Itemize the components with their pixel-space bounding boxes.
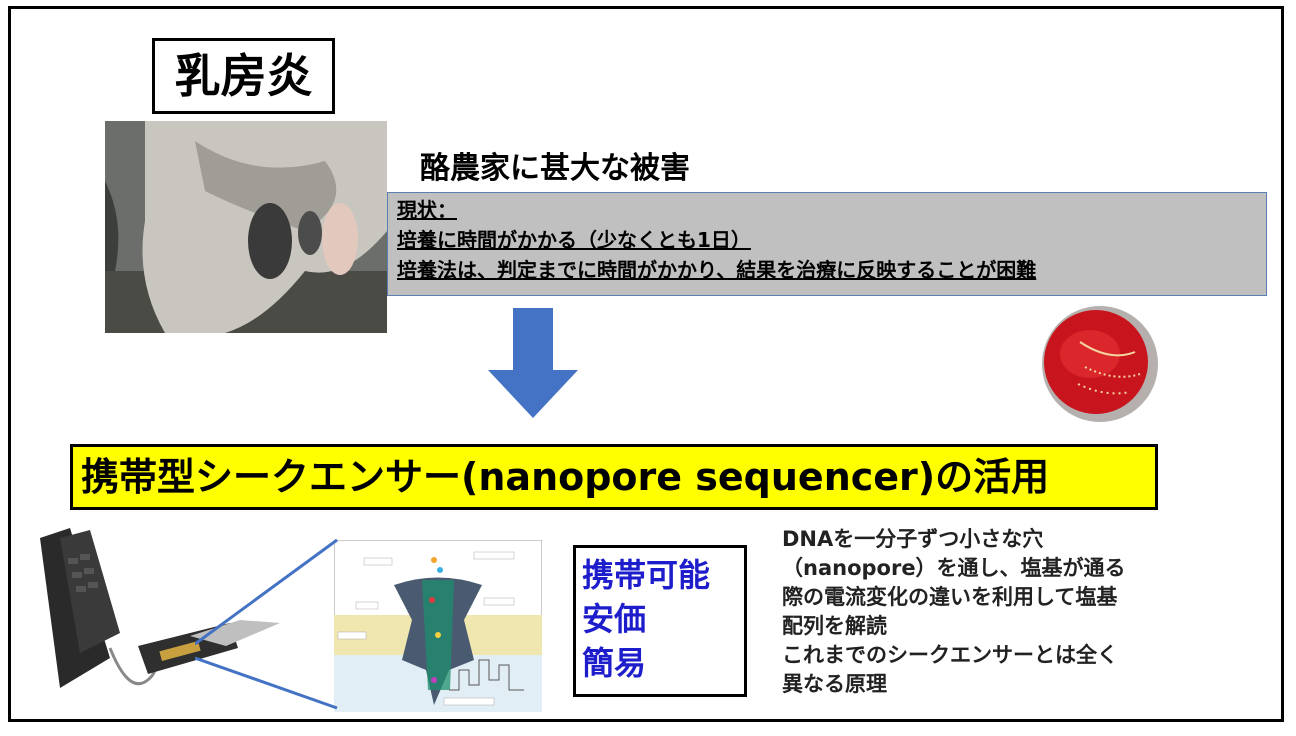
desc-line-1: DNAを一分子ずつ小さな穴 bbox=[782, 527, 1044, 551]
laptop-sequencer-photo bbox=[40, 528, 280, 688]
feature-cheap: 安価 bbox=[582, 600, 647, 638]
petri-dish-photo bbox=[1030, 302, 1160, 428]
current-status-box: 現状： 培養に時間がかかる（少なくとも1日） 培養法は、判定までに時間がかかり、… bbox=[387, 192, 1267, 296]
status-line-2: 培養法は、判定までに時間がかかり、結果を治療に反映することが困難 bbox=[397, 258, 1037, 282]
desc-line-5: これまでのシークエンサーとは全く bbox=[782, 643, 1118, 667]
desc-line-6: 異なる原理 bbox=[782, 672, 887, 696]
nanopore-banner: 携帯型シークエンサー(nanopore sequencer)の活用 bbox=[70, 444, 1158, 510]
status-line-1: 培養に時間がかかる（少なくとも1日） bbox=[397, 228, 751, 252]
down-arrow-icon bbox=[488, 308, 578, 418]
slide-title: 乳房炎 bbox=[152, 38, 335, 114]
nanopore-diagram bbox=[334, 540, 542, 712]
headline: 酪農家に甚大な被害 bbox=[420, 151, 690, 186]
nanopore-description: DNAを一分子ずつ小さな穴 （nanopore）を通し、塩基が通る 際の電流変化… bbox=[782, 525, 1252, 699]
status-heading: 現状： bbox=[397, 198, 457, 222]
desc-line-3: 際の電流変化の違いを利用して塩基 bbox=[782, 585, 1118, 609]
feature-portable: 携帯可能 bbox=[582, 556, 711, 594]
udder-photo bbox=[105, 121, 387, 333]
feature-simple: 簡易 bbox=[582, 644, 647, 682]
features-box: 携帯可能 安価 簡易 bbox=[573, 545, 747, 697]
zoom-lines bbox=[195, 538, 338, 710]
slide-frame bbox=[8, 6, 1284, 722]
desc-line-2: （nanopore）を通し、塩基が通る bbox=[782, 556, 1126, 580]
desc-line-4: 配列を解読 bbox=[782, 614, 887, 638]
